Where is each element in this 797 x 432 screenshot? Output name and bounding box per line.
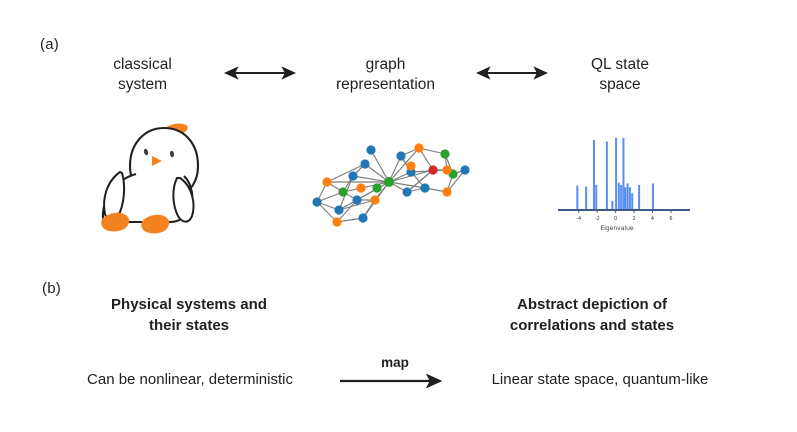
panel-b-left-heading-line1: Physical systems and — [111, 296, 267, 313]
spectrum-bar — [622, 137, 625, 210]
panel-b-right-heading-line2: correlations and states — [509, 317, 675, 334]
x-axis-tick-label: 4 — [651, 216, 654, 222]
double-arrow-left — [218, 62, 302, 84]
x-axis-tick-label: -2 — [595, 216, 600, 222]
spectrum-bar — [620, 184, 623, 210]
x-axis-tick-label: -4 — [576, 216, 581, 222]
spectrum-bar — [628, 187, 631, 210]
spectrum-bar — [651, 183, 654, 210]
panel-a-letter: (a) — [40, 36, 59, 53]
spectrum-bar — [631, 193, 634, 210]
panel-b-right-heading: Abstract depiction of correlations and s… — [437, 294, 747, 336]
x-axis-tick-label: 0 — [614, 216, 617, 222]
column-label-line1: graph — [365, 56, 406, 73]
penguin-drawing — [58, 112, 223, 240]
graph-network-drawing — [297, 126, 477, 241]
panel-b-letter: (b) — [42, 280, 61, 297]
x-axis-title: Eigenvalue — [600, 225, 633, 232]
penguin-right-wing — [172, 177, 195, 223]
panel-b-left-heading-line2: their states — [148, 317, 230, 334]
column-label-classical-system: classical system — [85, 55, 200, 95]
graph-nodes — [312, 143, 470, 227]
penguin-left-foot-icon — [101, 212, 130, 232]
spectrum-bar — [576, 185, 579, 210]
spectrum-bar — [611, 200, 614, 210]
panel-b-right-text: Linear state space, quantum-like — [491, 371, 709, 388]
spectrum-bar — [615, 137, 618, 210]
spectrum-bar — [624, 187, 627, 210]
column-label-graph-representation: graph representation — [318, 55, 453, 95]
x-axis-tick-label: 6 — [669, 216, 672, 222]
column-label-line2: representation — [335, 76, 436, 93]
panel-b-left-heading: Physical systems and their states — [58, 294, 320, 336]
column-label-line2: system — [117, 76, 168, 93]
spectrum-bar — [605, 141, 608, 210]
double-arrow-right — [470, 62, 554, 84]
map-arrow — [338, 372, 453, 392]
x-axis-tick-label: 2 — [632, 216, 635, 222]
spectrum-bar — [638, 184, 641, 210]
spectrum-bar — [585, 186, 588, 210]
column-label-line1: classical — [113, 56, 172, 73]
penguin-right-foot-icon — [141, 214, 170, 234]
penguin-right-eye — [169, 150, 175, 158]
panel-b-left-text: Can be nonlinear, deterministic — [87, 371, 293, 388]
penguin-beak-icon — [152, 156, 162, 166]
spectrum-bars — [576, 137, 654, 210]
penguin-left-eye — [143, 148, 149, 156]
panel-b-right-heading-line1: Abstract depiction of — [516, 296, 667, 313]
column-label-ql-state-space: QL state space — [565, 55, 675, 95]
column-label-line2: space — [599, 76, 641, 93]
spectrum-bar — [595, 184, 598, 210]
spectrum-bar — [617, 182, 620, 210]
spectrum-bar — [592, 140, 595, 210]
column-label-line1: QL state — [590, 56, 649, 73]
map-arrow-label: map — [381, 355, 409, 370]
spectrum-bar — [626, 183, 629, 210]
